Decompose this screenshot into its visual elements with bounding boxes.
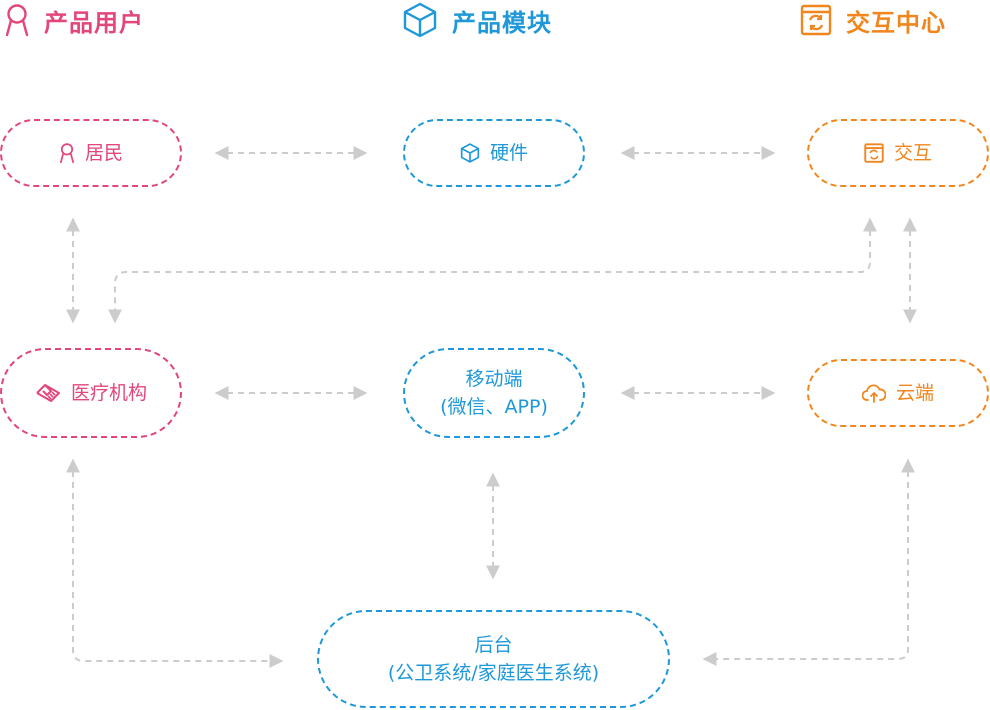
header-product-users: 产品用户 — [4, 0, 144, 40]
node-hardware[interactable]: 硬件 — [403, 119, 585, 187]
cube-icon — [403, 2, 437, 38]
node-backend-sublabel: (公卫系统/家庭医生系统) — [387, 662, 600, 684]
node-cloud-label: 云端 — [895, 382, 934, 404]
handshake-icon — [35, 383, 61, 403]
node-backend-label: 后台 — [474, 634, 513, 656]
node-mobile-sublabel: (微信、APP) — [440, 396, 548, 418]
cube-icon — [460, 143, 480, 163]
node-mobile-label: 移动端 — [465, 368, 523, 390]
connector-cloud-backend — [702, 458, 915, 666]
refresh-window-icon — [800, 4, 832, 36]
refresh-window-icon — [864, 143, 884, 163]
header-product-modules: 产品模块 — [402, 0, 552, 40]
header-modules-label: 产品模块 — [452, 8, 552, 37]
connector-medical-backend — [66, 458, 284, 668]
node-mobile[interactable]: 移动端 (微信、APP) — [403, 348, 585, 438]
person-icon — [59, 142, 75, 164]
node-medical-label: 医疗机构 — [70, 382, 147, 404]
node-interact[interactable]: 交互 — [807, 119, 989, 187]
node-resident[interactable]: 居民 — [0, 119, 182, 187]
header-users-label: 产品用户 — [44, 8, 144, 37]
node-cloud[interactable]: 云端 — [807, 359, 989, 427]
person-icon — [5, 4, 29, 37]
node-resident-label: 居民 — [84, 142, 123, 164]
node-interact-label: 交互 — [893, 142, 932, 164]
connector-interact-medical — [108, 217, 877, 324]
header-interaction-center: 交互中心 — [800, 0, 946, 40]
cloud-upload-icon — [861, 383, 886, 403]
node-hardware-label: 硬件 — [489, 142, 528, 164]
node-backend[interactable]: 后台 (公卫系统/家庭医生系统) — [317, 610, 670, 708]
header-interaction-label: 交互中心 — [846, 8, 946, 37]
node-medical-institution[interactable]: 医疗机构 — [0, 348, 182, 438]
